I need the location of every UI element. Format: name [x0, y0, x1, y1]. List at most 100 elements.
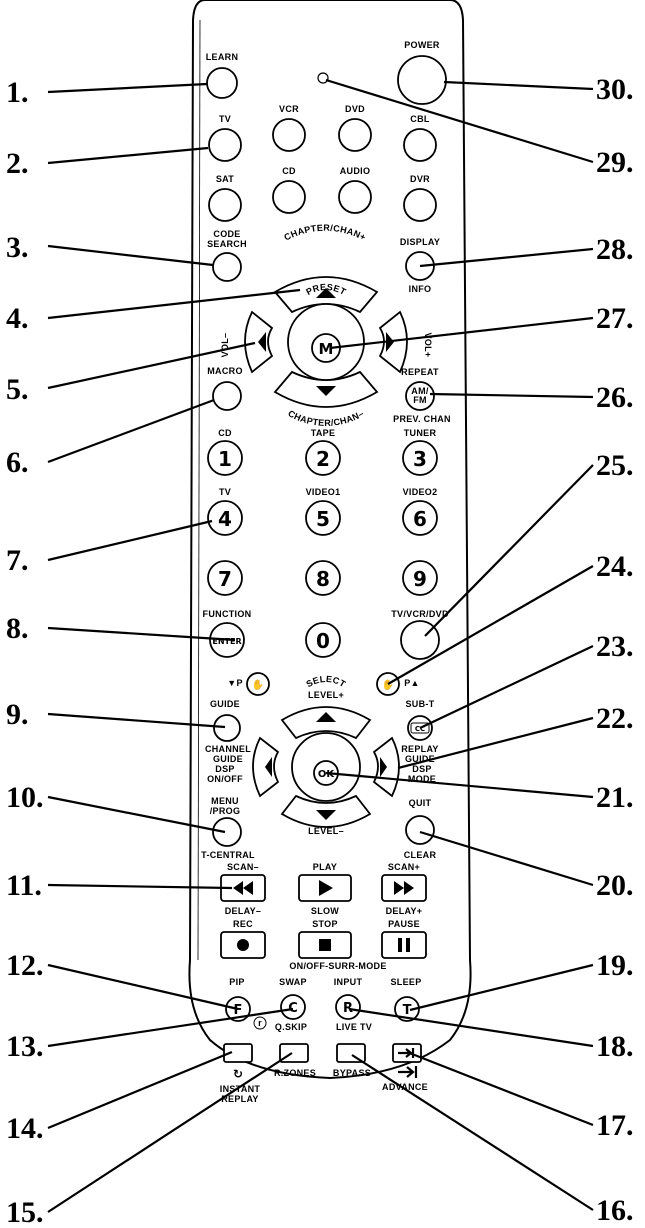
indicator-led: [317, 72, 329, 84]
callout-line-8: [47, 626, 236, 642]
vol-plus-label: VOL+: [423, 333, 433, 358]
callout-lines: [47, 78, 594, 1213]
callout-11: 11.: [6, 869, 42, 902]
surr-mode-label: ON/OFF-SURR-MODE: [289, 961, 386, 971]
callout-29: 29.: [596, 146, 634, 179]
tv-input-label: TV: [219, 487, 231, 497]
cd-device-button[interactable]: [272, 180, 306, 214]
r-mark-label: r: [258, 1018, 262, 1028]
instant-label: INSTANT: [220, 1084, 261, 1094]
display-label: DISPLAY: [400, 237, 440, 247]
thumb-down-icon: ✋: [252, 678, 264, 691]
instant-replay-button[interactable]: [223, 1043, 253, 1063]
dvr-button[interactable]: [403, 188, 437, 222]
tv-device-button[interactable]: [208, 128, 242, 162]
audio-button[interactable]: [338, 180, 372, 214]
callout-20: 20.: [596, 869, 634, 902]
level-down-arrow-icon: [316, 810, 336, 820]
callout-line-20: [419, 830, 594, 887]
digit-6-label: 6: [413, 507, 427, 531]
p-down-button[interactable]: [246, 672, 270, 696]
am-label: AM/: [411, 386, 429, 396]
digit-2-label: 2: [316, 447, 330, 471]
fm-label: FM: [413, 395, 427, 405]
enter-label: ENTER: [212, 637, 241, 646]
digit-5-button[interactable]: [305, 500, 341, 536]
digit-9-button[interactable]: [402, 560, 438, 596]
r-button[interactable]: [335, 994, 361, 1020]
cc-label: CC: [415, 725, 425, 733]
thumb-up-icon: ✋: [382, 678, 394, 691]
digit-1-button[interactable]: [207, 440, 243, 476]
callout-17: 17.: [596, 1109, 634, 1142]
rec-label: REC: [233, 919, 253, 929]
bypass-label: BYPASS: [333, 1068, 371, 1078]
delay-minus-label: DELAY–: [225, 906, 261, 916]
macro-button[interactable]: [212, 381, 242, 411]
digit-8-button[interactable]: [305, 560, 341, 596]
callout-25: 25.: [596, 449, 634, 482]
callout-line-23: [419, 645, 594, 729]
remote-body: [188, 0, 472, 1080]
code-search-label-2: SEARCH: [207, 239, 247, 249]
digit-7-label: 7: [218, 567, 232, 591]
scan-minus-label: SCAN–: [227, 862, 259, 872]
callout-12: 12.: [6, 949, 44, 982]
callout-line-29: [325, 78, 594, 164]
digit-7-button[interactable]: [207, 560, 243, 596]
remote-edge-highlight: [197, 19, 201, 961]
callout-3: 3.: [6, 231, 29, 264]
digit-4-label: 4: [218, 507, 232, 531]
digit-4-button[interactable]: [207, 500, 243, 536]
callout-line-14: [47, 1050, 233, 1130]
quit-button[interactable]: [405, 815, 435, 845]
vol-down-arrow-icon: [258, 332, 266, 352]
r-mark-icon: [253, 1016, 267, 1030]
guide-button[interactable]: [213, 714, 241, 742]
digit-2-button[interactable]: [305, 440, 341, 476]
r-button-label: R: [343, 1001, 353, 1016]
power-button[interactable]: [397, 55, 447, 105]
bypass-button[interactable]: [336, 1043, 366, 1063]
digit-6-button[interactable]: [402, 500, 438, 536]
digit-3-button[interactable]: [402, 440, 438, 476]
instant-replay-label: REPLAY: [221, 1094, 258, 1104]
dvd-button[interactable]: [338, 118, 372, 152]
mode-label: MODE: [408, 774, 436, 784]
p-down-label: ▼P: [227, 678, 243, 688]
pause-button[interactable]: [381, 931, 427, 959]
right-arrow-icon: [380, 757, 387, 777]
delay-plus-label: DELAY+: [386, 906, 423, 916]
code-search-button[interactable]: [212, 252, 242, 282]
digit-5-label: 5: [316, 507, 330, 531]
callout-line-12: [47, 963, 239, 1011]
power-label: POWER: [404, 40, 440, 50]
vcr-button[interactable]: [272, 118, 306, 152]
t-button[interactable]: [394, 996, 420, 1022]
cbl-label: CBL: [410, 114, 430, 124]
learn-button[interactable]: [206, 67, 238, 99]
callout-line-4: [47, 288, 301, 320]
sat-label: SAT: [216, 174, 234, 184]
q-skip-label: Q.SKIP: [275, 1022, 307, 1032]
prev-chan-label: PREV. CHAN: [393, 414, 451, 424]
fast-forward-icon: [394, 881, 414, 895]
digit-9-label: 9: [413, 567, 427, 591]
callout-line-30: [443, 80, 594, 91]
sat-button[interactable]: [208, 188, 242, 222]
pause-label: PAUSE: [388, 919, 420, 929]
level-up-button[interactable]: [280, 706, 372, 740]
callout-22: 22.: [596, 702, 634, 735]
callout-30: 30.: [596, 73, 634, 106]
callout-line-7: [47, 519, 213, 562]
m-button[interactable]: [311, 333, 341, 363]
c-button[interactable]: [280, 994, 306, 1020]
callout-line-21: [325, 771, 594, 799]
callout-10: 10.: [6, 781, 44, 814]
menu-button[interactable]: [212, 817, 242, 847]
left-arrow-icon: [265, 757, 272, 777]
am-fm-button[interactable]: [405, 381, 435, 411]
digit-0-button[interactable]: [305, 622, 341, 658]
cbl-button[interactable]: [403, 128, 437, 162]
